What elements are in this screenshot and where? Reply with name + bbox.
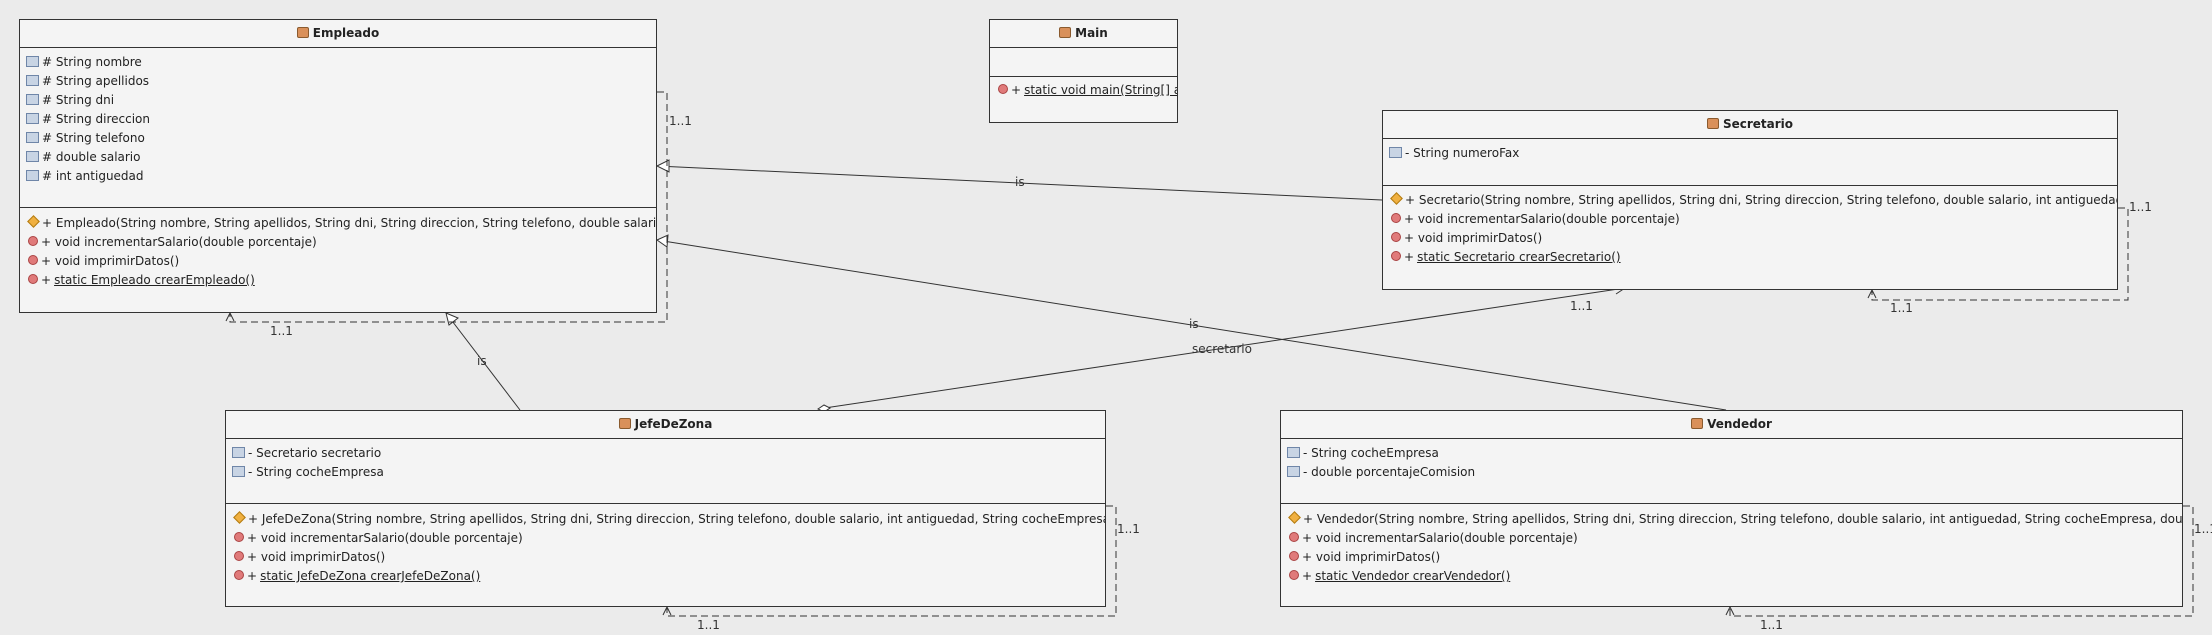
method-icon xyxy=(234,551,244,561)
method-row: + void imprimirDatos() xyxy=(1383,229,2117,248)
class-icon xyxy=(1059,27,1072,38)
method-row: + void incrementarSalario(double porcent… xyxy=(226,529,1105,548)
multiplicity-label: 1..1 xyxy=(697,618,720,632)
method-row: + void imprimirDatos() xyxy=(20,252,656,271)
attribute-row: # double salario xyxy=(20,148,656,167)
class-title: Empleado xyxy=(20,20,656,48)
is-label-jefe: is xyxy=(477,354,487,368)
method-icon xyxy=(1289,570,1299,580)
multiplicity-label: 1..1 xyxy=(1117,522,1140,536)
field-icon xyxy=(26,113,39,124)
constructor-row: + Empleado(String nombre, String apellid… xyxy=(20,214,656,233)
method-row: + void incrementarSalario(double porcent… xyxy=(1383,210,2117,229)
method-icon xyxy=(234,532,244,542)
methods-section xyxy=(20,207,656,208)
attribute-row: - String cocheEmpresa xyxy=(226,463,1105,482)
method-icon xyxy=(1391,251,1401,261)
class-jefedezona[interactable]: JefeDeZona - Secretario secretario - Str… xyxy=(225,410,1106,607)
field-icon xyxy=(232,447,245,458)
class-icon xyxy=(618,418,631,429)
methods-section xyxy=(1383,185,2117,186)
field-icon xyxy=(26,151,39,162)
methods-section xyxy=(990,76,1177,77)
multiplicity-label: 1..1 xyxy=(1570,299,1593,313)
multiplicity-label: 1..1 xyxy=(2129,200,2152,214)
class-title: JefeDeZona xyxy=(226,411,1105,439)
multiplicity-label: 1..1 xyxy=(270,324,293,338)
field-icon xyxy=(232,466,245,477)
class-title: Vendedor xyxy=(1281,411,2182,439)
attribute-row: # String nombre xyxy=(20,53,656,72)
method-row: + void imprimirDatos() xyxy=(1281,548,2182,567)
method-icon xyxy=(28,255,38,265)
field-icon xyxy=(1287,447,1300,458)
method-icon xyxy=(234,570,244,580)
field-icon xyxy=(26,170,39,181)
constructor-icon xyxy=(233,511,246,524)
multiplicity-label: 1..1 xyxy=(669,114,692,128)
field-icon xyxy=(26,56,39,67)
methods-section xyxy=(226,503,1105,504)
class-title: Secretario xyxy=(1383,111,2117,139)
method-row: + void imprimirDatos() xyxy=(226,548,1105,567)
constructor-icon xyxy=(27,215,40,228)
method-row: + void incrementarSalario(double porcent… xyxy=(1281,529,2182,548)
attribute-row: # String direccion xyxy=(20,110,656,129)
multiplicity-label: 1..1 xyxy=(1760,618,1783,632)
class-icon xyxy=(296,27,309,38)
constructor-row: + Secretario(String nombre, String apell… xyxy=(1383,191,2117,210)
field-icon xyxy=(26,132,39,143)
inheritance-arrowhead xyxy=(655,234,669,248)
inheritance-arrowhead xyxy=(445,312,459,326)
static-method-row: +static JefeDeZona crearJefeDeZona() xyxy=(226,567,1105,586)
class-secretario[interactable]: Secretario - String numeroFax + Secretar… xyxy=(1382,110,2118,290)
class-main[interactable]: Main +static void main(String[] args xyxy=(989,19,1178,123)
field-icon xyxy=(1389,147,1402,158)
attribute-row: # String telefono xyxy=(20,129,656,148)
method-icon xyxy=(28,274,38,284)
attribute-row: - String numeroFax xyxy=(1383,144,2117,163)
class-icon xyxy=(1691,418,1704,429)
static-method-row: +static void main(String[] args xyxy=(990,81,1177,100)
attribute-row: # int antiguedad xyxy=(20,167,656,186)
is-label-secretario: is xyxy=(1015,175,1025,189)
constructor-icon xyxy=(1390,192,1403,205)
multiplicity-label: 1..1 xyxy=(2194,522,2212,536)
attribute-row: # String dni xyxy=(20,91,656,110)
attribute-row: # String apellidos xyxy=(20,72,656,91)
static-method-row: +static Secretario crearSecretario() xyxy=(1383,248,2117,267)
field-icon xyxy=(26,94,39,105)
role-label-secretario: secretario xyxy=(1192,342,1252,356)
is-label-vendedor: is xyxy=(1189,317,1199,331)
static-method-row: +static Vendedor crearVendedor() xyxy=(1281,567,2182,586)
static-method-row: +static Empleado crearEmpleado() xyxy=(20,271,656,290)
method-icon xyxy=(1391,232,1401,242)
class-empleado[interactable]: Empleado # String nombre # String apelli… xyxy=(19,19,657,313)
class-icon xyxy=(1706,118,1719,129)
inheritance-arrowhead xyxy=(655,159,670,173)
method-icon xyxy=(1289,551,1299,561)
method-icon xyxy=(28,236,38,246)
class-vendedor[interactable]: Vendedor - String cocheEmpresa - double … xyxy=(1280,410,2183,607)
attribute-row: - Secretario secretario xyxy=(226,444,1105,463)
method-icon xyxy=(1289,532,1299,542)
field-icon xyxy=(26,75,39,86)
method-icon xyxy=(1391,213,1401,223)
constructor-row: + JefeDeZona(String nombre, String apell… xyxy=(226,510,1105,529)
constructor-row: + Vendedor(String nombre, String apellid… xyxy=(1281,510,2182,529)
constructor-icon xyxy=(1288,511,1301,524)
method-row: + void incrementarSalario(double porcent… xyxy=(20,233,656,252)
field-icon xyxy=(1287,466,1300,477)
attribute-row: - String cocheEmpresa xyxy=(1281,444,2182,463)
multiplicity-label: 1..1 xyxy=(1890,301,1913,315)
class-title: Main xyxy=(990,20,1177,48)
methods-section xyxy=(1281,503,2182,504)
attribute-row: - double porcentajeComision xyxy=(1281,463,2182,482)
method-icon xyxy=(998,84,1008,94)
